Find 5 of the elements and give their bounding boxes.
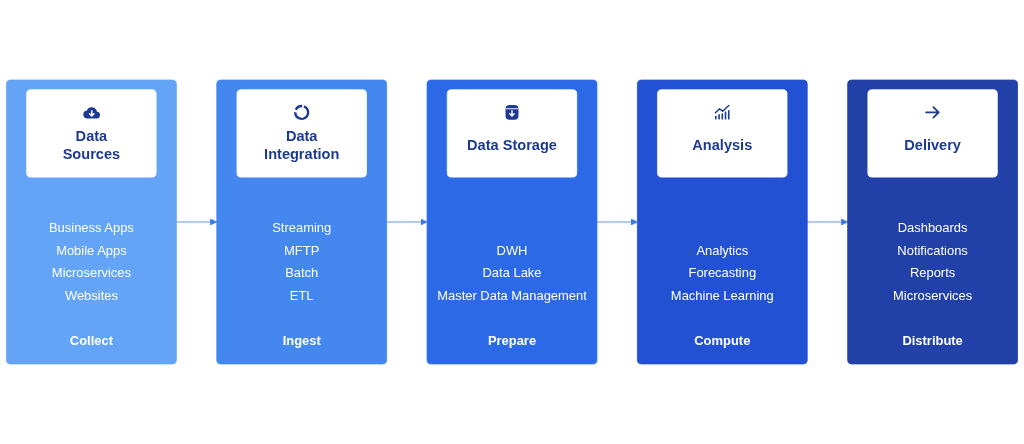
node-box: Data Storage xyxy=(446,89,578,178)
node-box: Data Integration xyxy=(236,89,367,178)
node-box: Delivery xyxy=(867,89,998,178)
node-box: Data Sources xyxy=(26,89,157,178)
node-box: Analysis xyxy=(657,89,788,178)
